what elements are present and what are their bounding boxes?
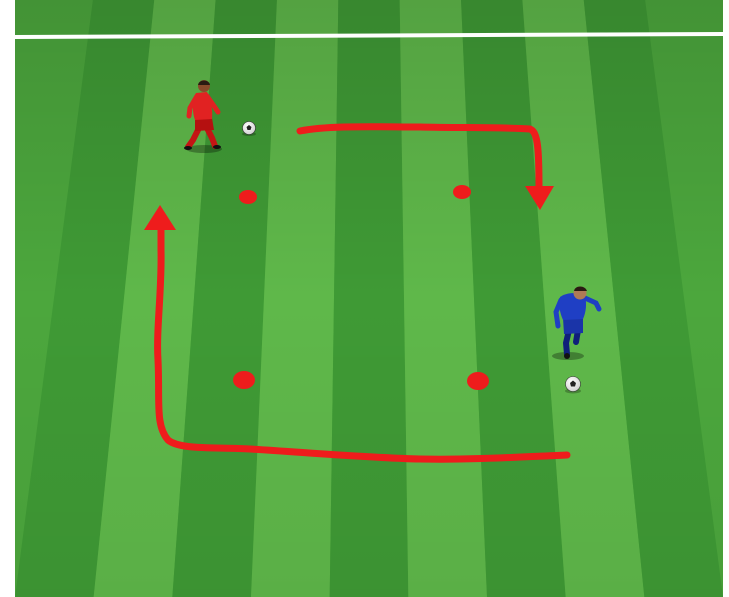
cone-marker-icon	[233, 371, 255, 389]
soccer-ball-icon	[242, 122, 256, 137]
cone-marker-icon	[453, 185, 471, 199]
soccer-ball-icon	[565, 377, 581, 394]
cone-marker-icon	[467, 372, 489, 390]
cone-marker-icon	[239, 190, 257, 204]
